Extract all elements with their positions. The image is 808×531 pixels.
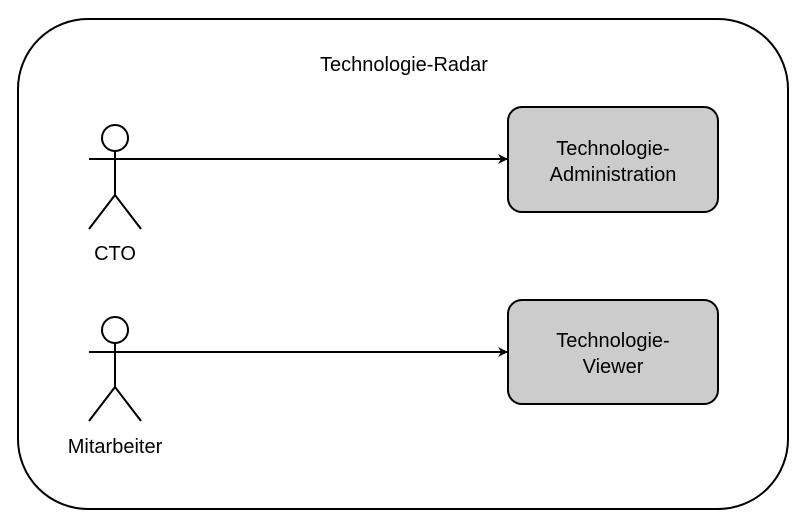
use-case-label-line1: Technologie-: [556, 138, 669, 160]
actor-label-cto: CTO: [94, 243, 136, 265]
use-case-administration: Technologie- Administration: [507, 106, 719, 213]
use-case-label-line2: Administration: [550, 164, 677, 186]
actor-cto: CTO: [88, 124, 142, 265]
use-case-box: [507, 106, 719, 213]
actor-leg-left: [88, 194, 116, 230]
actor-head: [101, 316, 129, 344]
actor-leg-left: [88, 386, 116, 422]
actor-label-mitarbeiter: Mitarbeiter: [68, 436, 163, 458]
actor-leg-right: [114, 386, 142, 422]
actor-leg-right: [114, 194, 142, 230]
use-case-box: [507, 299, 719, 405]
actor-head: [101, 124, 129, 152]
use-case-label-line2: Viewer: [583, 356, 644, 378]
use-case-label-line1: Technologie-: [556, 330, 669, 352]
system-title: Technologie-Radar: [320, 54, 488, 76]
actor-mitarbeiter: Mitarbeiter: [68, 316, 163, 458]
use-case-viewer: Technologie- Viewer: [507, 299, 719, 405]
